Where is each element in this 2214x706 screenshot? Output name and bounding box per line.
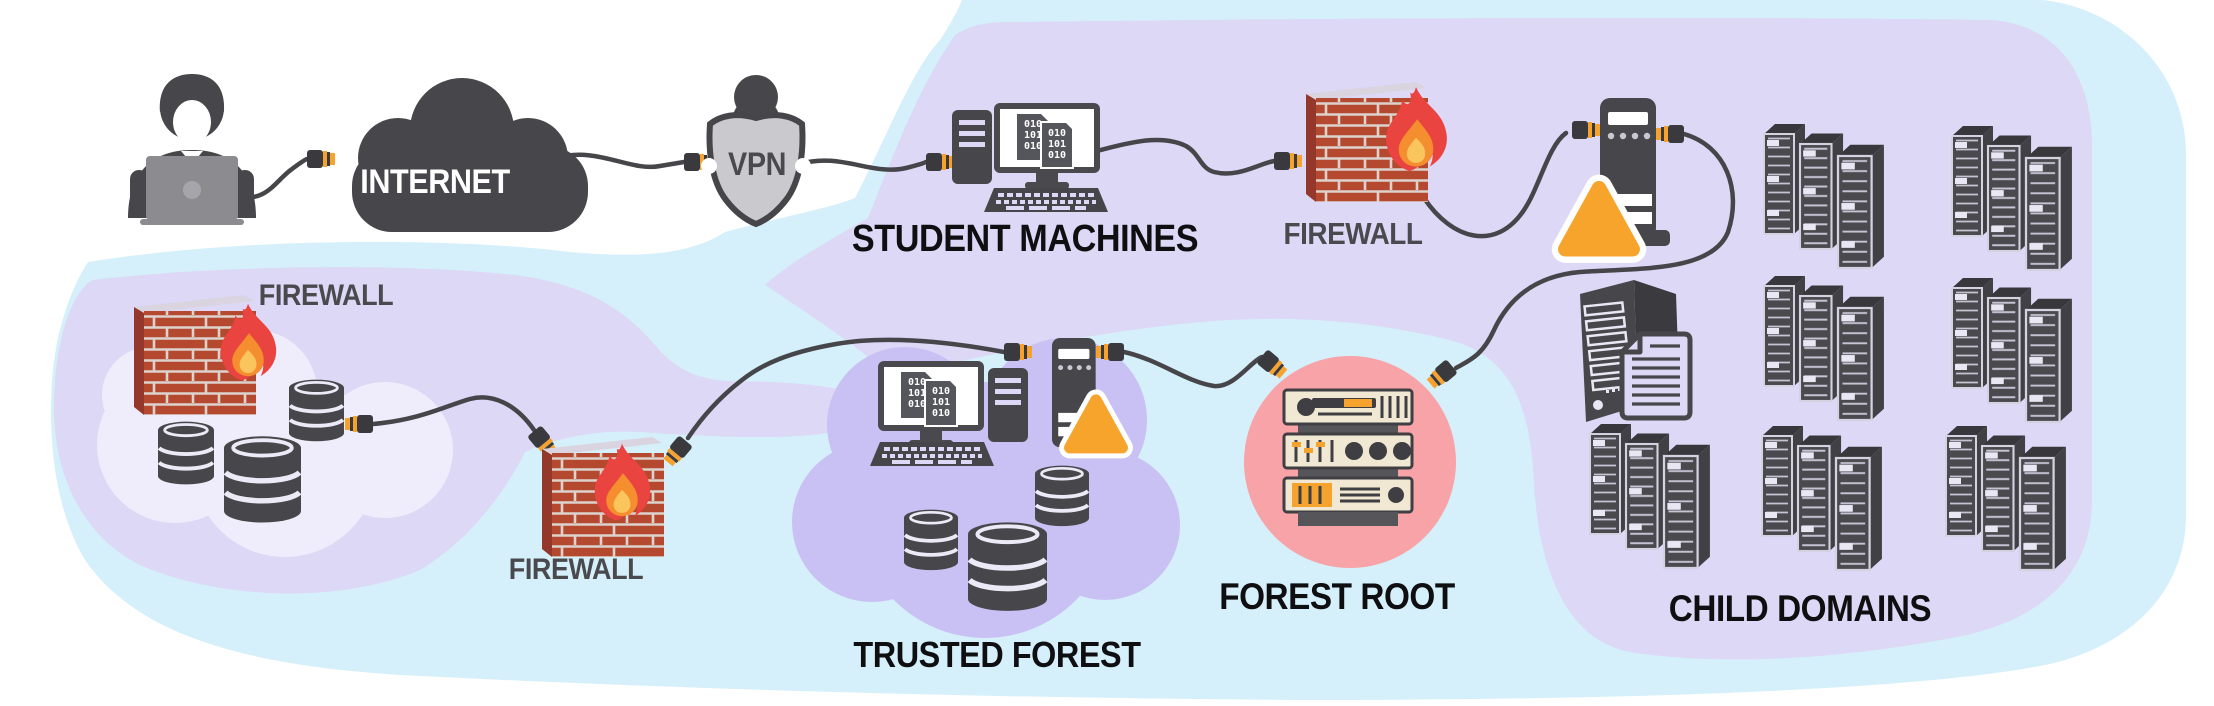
- forest-root-label: FOREST ROOT: [1219, 576, 1455, 617]
- forest-root-server-icon: [1282, 388, 1414, 526]
- cable-user-internet: [233, 156, 310, 200]
- lab-network-region: [765, 17, 2092, 660]
- rack-panel: [1282, 388, 1414, 426]
- user-laptop-icon: [128, 74, 256, 225]
- cable-firewall-database: [370, 395, 537, 433]
- trusted-forest-label: TRUSTED FOREST: [853, 634, 1141, 675]
- firewall-left-label: FIREWALL: [258, 279, 394, 312]
- vpn-shield-icon: [701, 75, 811, 228]
- cable-trusted-forestroot: [1121, 349, 1265, 389]
- firewall-icon: [134, 295, 277, 415]
- vpn-label: VPN: [728, 146, 786, 182]
- internet-label: INTERNET: [360, 163, 510, 201]
- cable-firewall-server: [1421, 130, 1569, 239]
- cable-trusted-firewall: [685, 337, 1007, 441]
- pc-tower-icon: [988, 368, 1028, 442]
- firewall-icon: [542, 437, 664, 557]
- keyboard-icon: [868, 440, 996, 468]
- internet-cloud-icon: [352, 78, 588, 232]
- database-icon: [968, 522, 1047, 610]
- database-icon: [156, 419, 216, 487]
- rack-panel: [1282, 476, 1414, 514]
- network-cables: [233, 130, 1736, 441]
- firewall-middle-label: FIREWALL: [508, 553, 644, 586]
- firewall-top-label: FIREWALL: [1283, 216, 1423, 251]
- student-machines-label: STUDENT MACHINES: [851, 218, 1199, 260]
- database-icon: [1033, 463, 1091, 528]
- database-icon: [224, 436, 301, 522]
- firewall-icon: [1306, 82, 1447, 202]
- child-domains-label: CHILD DOMAINS: [1668, 588, 1932, 629]
- cable-server-forestroot: [1453, 131, 1736, 371]
- cable-student-firewall: [1094, 137, 1277, 176]
- database-icon: [287, 377, 346, 444]
- cable-internet-vpn: [553, 152, 687, 170]
- database-icon: [902, 507, 960, 572]
- rack-panel: [1282, 432, 1414, 470]
- cable-vpn-student: [797, 158, 929, 172]
- server-document-icon: [1580, 280, 1690, 422]
